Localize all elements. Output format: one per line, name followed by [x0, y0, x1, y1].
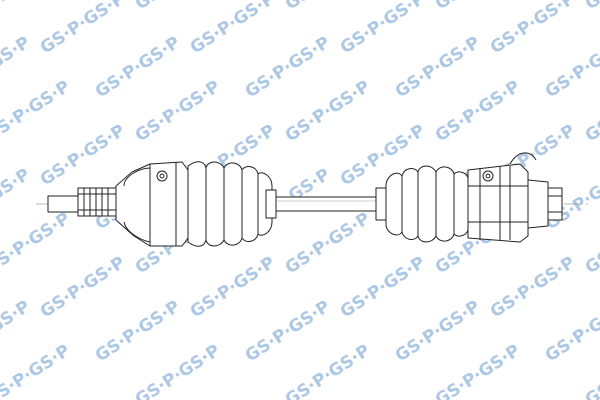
watermark-logo: GS·P·GS·P	[392, 297, 484, 366]
watermark-logo: GS·P·GS·P	[432, 0, 524, 14]
watermark-logo: GS·P·GS·P	[582, 209, 600, 278]
watermark-logo: GS·P·GS·P	[582, 77, 600, 146]
watermark-logo: GS·P·GS·P	[242, 33, 334, 102]
watermark-logo: GS·P·GS·P	[0, 0, 74, 14]
watermark-logo: GS·P·GS·P	[542, 297, 600, 366]
right-tripod-joint	[467, 152, 537, 243]
watermark-logo: GS·P·GS·P	[132, 77, 224, 146]
watermark-logo: GS·P·GS·P	[37, 253, 129, 322]
watermark-logo: GS·P·GS·P	[487, 0, 579, 58]
watermark-logo: GS·P·GS·P	[487, 253, 579, 322]
watermark-logo: GS·P·GS·P	[132, 341, 224, 400]
watermark-logo: GS·P·GS·P	[282, 0, 374, 14]
watermark-logo: GS·P·GS·P	[0, 33, 34, 102]
watermark-logo: GS·P·GS·P	[242, 297, 334, 366]
right-stub-shaft	[527, 179, 563, 229]
watermark-logo: GS·P·GS·P	[92, 297, 184, 366]
watermark-logo: GS·P·GS·P	[92, 33, 184, 102]
watermark-logo: GS·P·GS·P	[432, 77, 524, 146]
watermark-logo: GS·P·GS·P	[0, 165, 34, 234]
watermark-logo: GS·P·GS·P	[582, 341, 600, 400]
watermark-logo: GS·P·GS·P	[282, 77, 374, 146]
intermediate-shaft	[275, 196, 381, 212]
left-boot	[187, 161, 277, 247]
watermark-logo: GS·P·GS·P	[0, 77, 74, 146]
right-boot	[375, 165, 469, 243]
watermark-logo: GS·P·GS·P	[187, 253, 279, 322]
watermark-logo: GS·P·GS·P	[392, 33, 484, 102]
watermark-logo: GS·P·GS·P	[37, 0, 129, 58]
left-cv-joint	[115, 161, 189, 247]
watermark-logo: GS·P·GS·P	[337, 253, 429, 322]
watermark-logo: GS·P·GS·P	[337, 0, 429, 58]
watermark-logo: GS·P·GS·P	[432, 341, 524, 400]
left-stub-shaft	[47, 187, 117, 217]
watermark-logo: GS·P·GS·P	[582, 0, 600, 14]
watermark-logo: GS·P·GS·P	[282, 341, 374, 400]
watermark-logo: GS·P·GS·P	[282, 209, 374, 278]
watermark-logo: GS·P·GS·P	[37, 121, 129, 190]
watermark-logo: GS·P·GS·P	[0, 209, 74, 278]
watermark-logo: GS·P·GS·P	[0, 341, 74, 400]
watermark-logo: GS·P·GS·P	[187, 0, 279, 58]
watermark-logo: GS·P·GS·P	[0, 297, 34, 366]
watermark-logo: GS·P·GS·P	[132, 0, 224, 14]
watermark-logo: GS·P·GS·P	[542, 33, 600, 102]
